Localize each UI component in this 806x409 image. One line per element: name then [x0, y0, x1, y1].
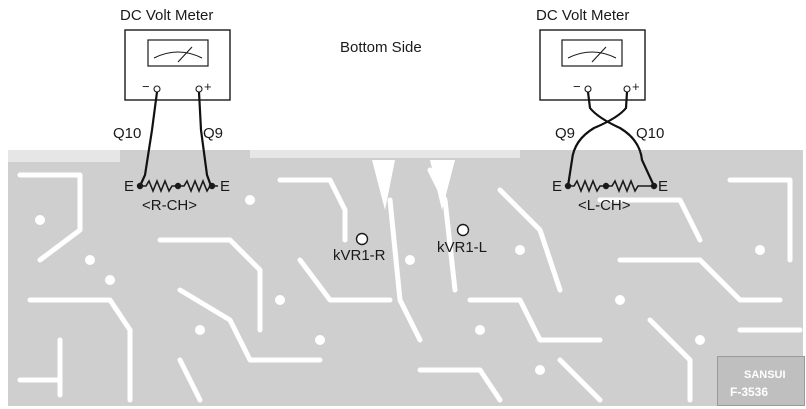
left-meter-plus-lead: [197, 91, 213, 187]
l-ch-emitter-right: E: [658, 178, 669, 195]
r-ch-right-lead-label: Q9: [203, 125, 224, 142]
board-code: F-3536: [730, 385, 769, 399]
pot-markers: [355, 223, 470, 246]
right-volt-meter: [539, 29, 646, 101]
r-ch-emitter-right: E: [220, 178, 231, 195]
board-brand: SANSUI: [744, 369, 786, 381]
right-meter-minus-sign: −: [573, 79, 581, 94]
right-meter-title: DC Volt Meter: [536, 7, 630, 24]
left-meter-minus-sign: −: [142, 79, 150, 94]
left-meter-minus-lead: [138, 91, 159, 187]
l-ch-resistors: [564, 178, 658, 194]
l-ch-left-lead-label: Q9: [555, 125, 576, 142]
r-ch-emitter-left: E: [124, 178, 135, 195]
l-ch-emitter-left: E: [552, 178, 563, 195]
right-meter-plus-lead: [566, 91, 629, 187]
board-logo-plate: SANSUI F-3536: [717, 356, 805, 406]
pcb-pads: [35, 195, 765, 375]
right-meter-plus-sign: +: [632, 79, 640, 94]
left-meter-plus-sign: +: [204, 79, 212, 94]
page-caption: Bottom Side: [340, 39, 422, 56]
right-meter-minus-lead: [586, 91, 655, 187]
l-ch-label: <L-CH>: [578, 197, 631, 214]
r-ch-label: <R-CH>: [142, 197, 198, 214]
pcb-traces: [17, 167, 803, 403]
pcb-board: [8, 150, 803, 406]
pot-label-r: kVR1-R: [333, 247, 386, 264]
left-meter-title: DC Volt Meter: [120, 7, 214, 24]
r-ch-resistors: [136, 178, 218, 194]
pot-label-l: kVR1-L: [437, 239, 488, 256]
l-ch-right-lead-label: Q10: [636, 125, 665, 142]
left-volt-meter: [124, 29, 231, 101]
r-ch-left-lead-label: Q10: [113, 125, 142, 142]
